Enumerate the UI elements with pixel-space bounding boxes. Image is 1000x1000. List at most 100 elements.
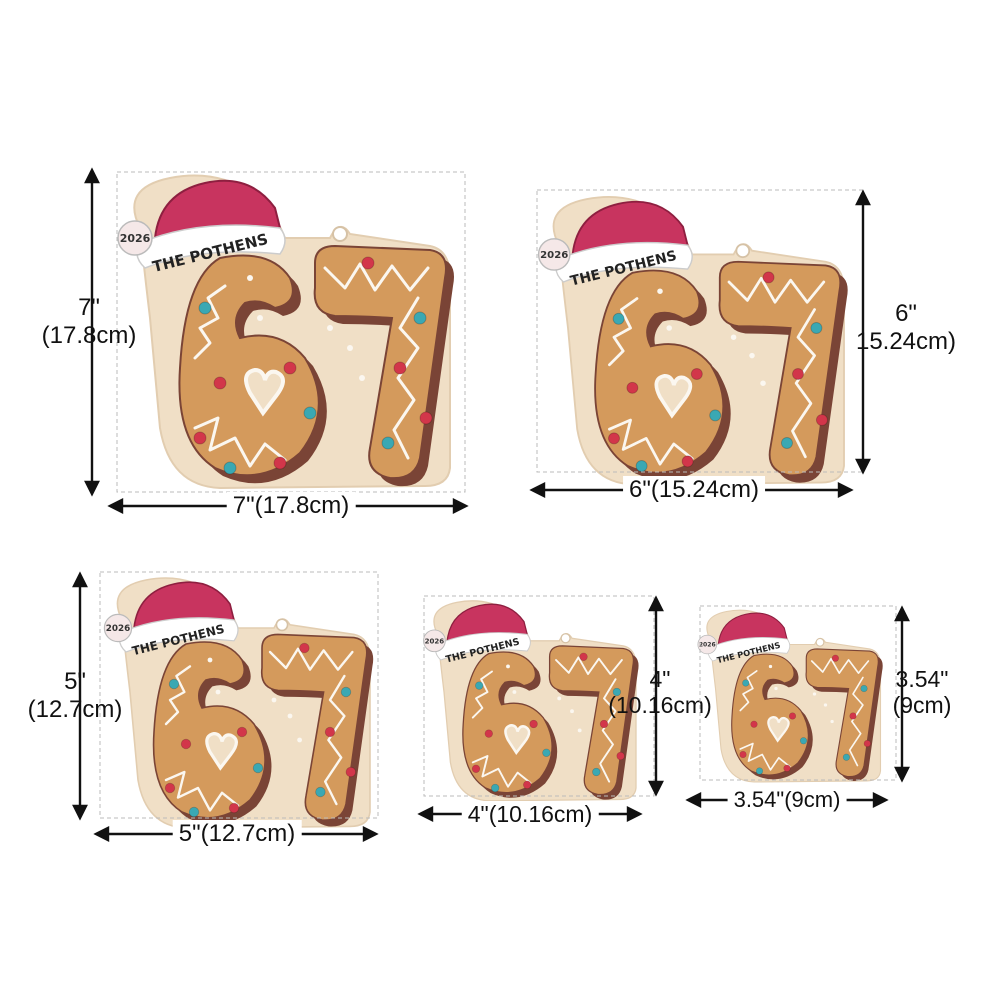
icing-dot [257,315,263,321]
bead [471,764,481,773]
width-label-3-54in: 3.54"(9cm) [727,787,847,813]
hat-brim [707,637,791,662]
bead [180,738,192,750]
bead [283,361,297,375]
icing-dot [359,375,365,381]
icing-dot [347,345,353,351]
bead [345,766,357,778]
bead [303,406,317,420]
year-text: 2026 [106,624,130,634]
bead [475,681,484,690]
bead [592,767,601,777]
icing-6a [471,670,493,719]
santa-hat [571,200,689,256]
santa-hat [446,603,529,642]
bead [419,411,433,425]
height-label-4in: 4" (10.16cm) [590,666,730,719]
heart-hole [244,367,285,417]
hat-brim [136,224,286,269]
icing-7a [268,647,354,671]
santa-hat [717,612,788,646]
bead [599,719,609,729]
hanging-hole [815,637,825,647]
bead [413,311,427,325]
bead [860,684,868,693]
bead [739,750,747,759]
heart-hole [504,723,531,756]
heart-hole [654,373,693,419]
year-text: 2026 [699,642,716,649]
bead [193,431,207,445]
height-value: 4" [649,666,671,692]
width-label-5in: 5"(12.7cm) [172,820,302,848]
bead [252,762,264,774]
bead [755,767,764,775]
height-metric: (9cm) [892,692,952,719]
bead [799,737,808,745]
icing-7b [848,676,864,767]
hat-brim [555,241,693,283]
bead [299,642,310,654]
bead [579,652,588,661]
icing-6b [739,742,791,771]
bead [340,686,352,698]
hat-pompom [103,613,133,643]
icing-7b [392,296,420,460]
year-text: 2026 [425,636,445,645]
icing-7a [323,262,430,292]
icing-dot [823,703,828,707]
icing-dot [570,709,574,714]
bead [213,376,227,390]
bead [168,678,180,690]
year-text: 2026 [540,250,568,261]
icing-6b [193,416,287,468]
bead [484,729,493,738]
icing-7b [324,674,346,806]
bead [863,739,871,748]
icing-dot [666,325,672,331]
icing-dot [271,697,277,703]
bead [228,802,240,814]
hat-pompom [697,634,718,655]
bead [780,437,793,449]
bead [529,719,538,729]
icing-dot [774,686,778,691]
bead [236,726,248,738]
height-metric: 15.24cm) [855,327,957,355]
bead [831,654,839,662]
bead [608,432,620,445]
bead [223,461,237,475]
bead [361,256,375,270]
height-label-3-54in: 3.54" (9cm) [862,666,982,719]
icing-6a [739,670,758,712]
santa-hat [153,179,282,240]
icing-6b [164,770,240,812]
height-value: 6" [895,300,917,327]
year-text: 2026 [120,232,151,245]
icing-6b [471,755,532,788]
icing-7a [810,657,870,674]
hanging-hole [275,618,289,632]
bead [690,368,703,380]
height-label-5in: 5" (12.7cm) [10,668,140,723]
bead [612,312,625,325]
icing-dot [577,728,582,733]
height-value: 3.54" [895,666,949,692]
icing-dot [760,380,766,386]
heart-hole [767,715,790,743]
bead [315,786,326,798]
icing-7b [791,308,816,459]
hanging-hole [560,633,571,644]
bead [523,780,532,789]
icing-dot [327,325,333,331]
icing-dot [557,696,562,701]
